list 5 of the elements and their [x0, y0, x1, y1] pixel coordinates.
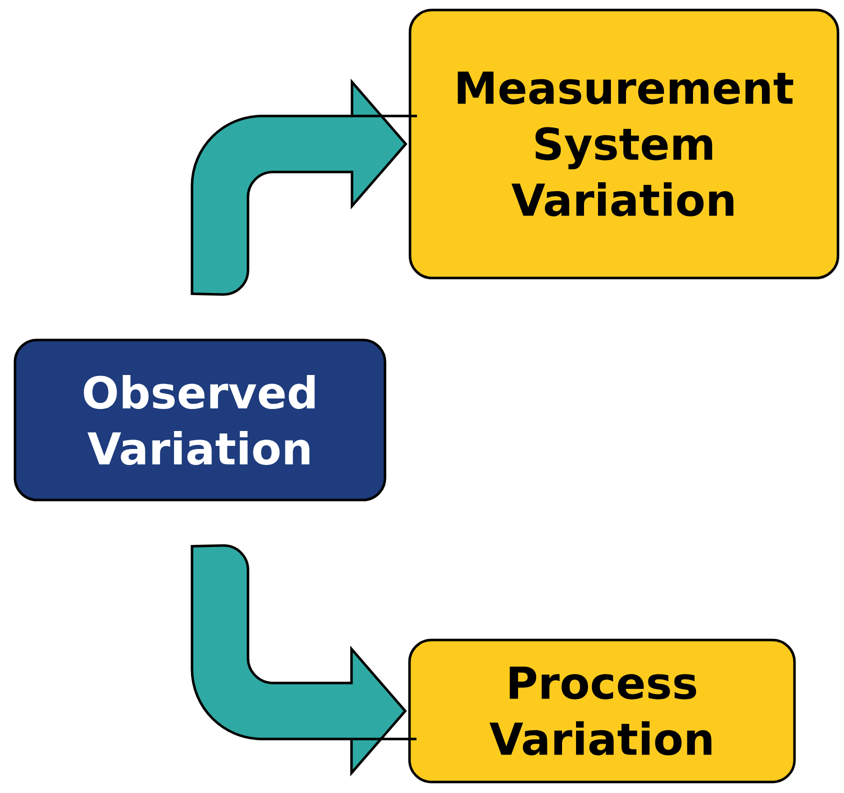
block-arrow	[190, 544, 418, 774]
process-box: Process Variation	[408, 638, 796, 784]
process-box: Measurement System Variation	[408, 8, 840, 280]
block-arrow	[190, 80, 418, 296]
process-box: Observed Variation	[14, 338, 386, 502]
